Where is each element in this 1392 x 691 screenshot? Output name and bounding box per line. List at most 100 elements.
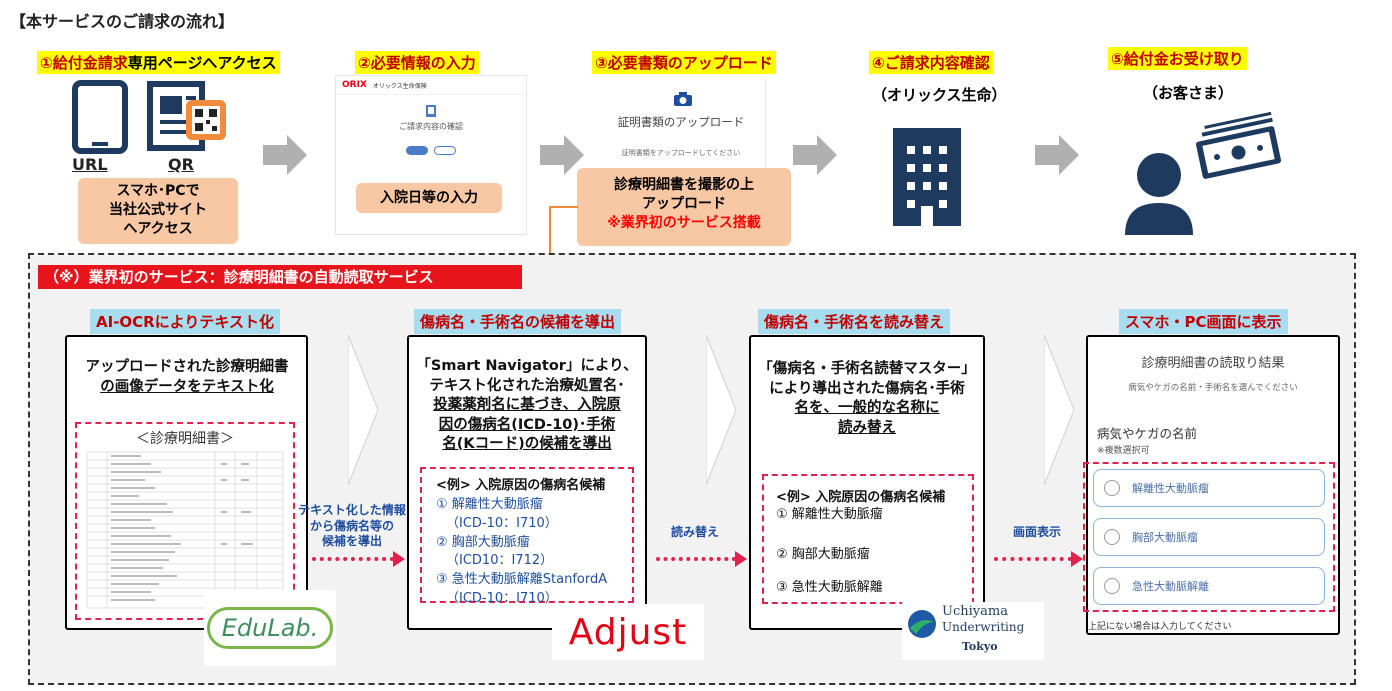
building-icon <box>893 128 961 226</box>
result-options-box <box>1083 462 1335 612</box>
edulab-logo: EduLab. <box>204 590 336 666</box>
connector1-line: 候補を導出 <box>321 534 382 549</box>
connector2-dots <box>656 557 736 561</box>
radio-circle-icon <box>1104 578 1120 594</box>
uchiyama-emblem-icon <box>908 610 936 638</box>
step1-box-line: スマホ･PCで <box>116 183 200 199</box>
step3-box: 診療明細書を撮影の上 アップロード ※業界初のサービス搭載 <box>577 168 791 246</box>
panel2-head: 「Smart Navigator」により、 テキスト化された治療処置名･ 投薬薬… <box>410 357 644 455</box>
chevron-right-icon <box>706 335 736 485</box>
step2-label: ②必要情報の入力 <box>355 51 479 74</box>
option-acute-dissection[interactable]: 急性大動脈解離 <box>1093 567 1325 605</box>
result-footer: 上記にない場合は入力してください <box>1088 622 1232 632</box>
arrow-head-icon <box>393 551 405 567</box>
medical-bill-document: ＜診療明細書＞ <box>75 422 295 620</box>
option-dissecting-aneurysm[interactable]: 解離性大動脈瘤 <box>1093 469 1325 507</box>
edulab-logo-text: EduLab. <box>221 614 319 642</box>
person-receiving-money-icon <box>1125 111 1282 235</box>
document-table-image <box>86 451 284 609</box>
arrow-right-icon <box>793 135 837 175</box>
option-thoracic-aneurysm[interactable]: 胸部大動脈瘤 <box>1093 518 1325 556</box>
step1-label-red: ①給付金請求 <box>40 54 128 72</box>
example-line: ① 解離性大動脈瘤 <box>776 506 883 522</box>
step1-label-black: 専用ページへアクセス <box>127 54 277 72</box>
example-line: （ICD-10：I710） <box>446 591 558 607</box>
panel3-head: 「傷病名・手術名読替マスター」 により導出された傷病名･手術 名を、一般的な名称… <box>752 360 982 438</box>
option-label: 解離性大動脈瘤 <box>1132 482 1209 495</box>
arrow-right-icon <box>1035 135 1079 175</box>
uchiyama-logo-line1: Uchiyama <box>942 604 1008 619</box>
radio-circle-icon <box>1104 480 1120 496</box>
adjust-logo: Adjust <box>552 604 704 660</box>
uchiyama-logo: Uchiyama Underwriting Tokyo <box>902 602 1044 660</box>
panel2-head-line: テキスト化された治療処置名･ <box>429 377 625 394</box>
step5-sub: （お客さま） <box>1143 84 1234 102</box>
orix-logo: ORIX <box>342 80 367 90</box>
connector2-label: 読み替え <box>670 525 719 539</box>
step1-box-line: 当社公式サイト <box>109 201 207 218</box>
arrow-right-icon <box>263 135 307 175</box>
step4-label: ④ご請求内容確認 <box>869 51 993 74</box>
uchiyama-logo-line3: Tokyo <box>962 640 998 653</box>
option-label: 胸部大動脈瘤 <box>1132 531 1198 544</box>
panel1-head: アップロードされた診療明細書 の画像データをテキスト化 <box>68 358 306 397</box>
qr-label: QR <box>168 155 194 174</box>
connector3-label: 画面表示 <box>1012 525 1061 539</box>
step4-sub: （オリックス生命） <box>872 86 1007 104</box>
panel3-head-line: 名を、一般的な名称に <box>794 400 940 417</box>
panel3-head-line: 「傷病名・手術名読替マスター」 <box>758 361 976 377</box>
result-field-note: ※複数選択可 <box>1097 446 1150 456</box>
example-line: ② 胸部大動脈瘤 <box>776 546 870 562</box>
panel2-card <box>407 335 647 630</box>
service-banner: （※）業界初のサービス：診療明細書の自動読取サービス <box>38 265 522 289</box>
step5-label: ⑤給付金お受け取り <box>1108 47 1247 70</box>
arrow-head-icon <box>735 551 747 567</box>
radio-circle-icon <box>1104 529 1120 545</box>
step3-label: ③必要書類のアップロード <box>592 51 776 74</box>
qr-document-icon <box>147 81 226 151</box>
step3-screen-title: 証明書類のアップロード <box>617 115 745 129</box>
result-screen-sub: 病気やケガの名前・手術名を選んでください <box>1128 383 1298 393</box>
example-line: ② 胸部大動脈瘤 <box>436 534 530 550</box>
step2-box: 入院日等の入力 <box>356 183 502 213</box>
arrow-right-icon <box>540 135 584 175</box>
connector1-label: テキスト化した情報 から傷病名等の 候補を導出 <box>291 503 413 550</box>
example-title: <例> 入院原因の傷病名候補 <box>436 478 606 493</box>
screen-button-primary <box>406 146 428 155</box>
result-field-label: 病気やケガの名前 <box>1097 426 1198 441</box>
panel1-head-line: の画像データをテキスト化 <box>100 378 274 395</box>
result-screen-title: 診療明細書の読取り結果 <box>1141 356 1285 371</box>
step3-box-line: 診療明細書を撮影の上 <box>614 177 754 193</box>
chevron-right-icon <box>1044 335 1074 485</box>
connector1-line: から傷病名等の <box>309 518 394 533</box>
building-small-icon <box>426 105 436 117</box>
panel3-card <box>749 335 985 630</box>
panel4-title: スマホ・PC画面に表示 <box>1119 309 1288 334</box>
step1-box: スマホ･PCで 当社公式サイト へアクセス <box>78 178 238 244</box>
connector3-dots <box>994 557 1072 561</box>
smartphone-icon <box>72 80 128 154</box>
panel2-head-line: 投薬薬剤名に基づき、入院原 <box>433 397 621 414</box>
panel1-title: AI-OCRによりテキスト化 <box>90 309 280 334</box>
example-line: （ICD-10：I710） <box>446 515 558 531</box>
document-title: ＜診療明細書＞ <box>136 431 234 447</box>
panel3-head-line: 読み替え <box>838 419 896 436</box>
example-line: ③ 急性大動脈解離 <box>776 580 883 596</box>
step2-screen-title: ご請求内容の確認 <box>399 122 463 131</box>
chevron-right-icon <box>348 335 378 485</box>
adjust-logo-text: Adjust <box>568 611 688 653</box>
step3-box-note: ※業界初のサービス搭載 <box>607 214 761 231</box>
panel3-title: 傷病名・手術名を読み替え <box>758 309 951 334</box>
example-line: ③ 急性大動脈解離StanfordA <box>436 572 608 588</box>
arrow-head-icon <box>1071 551 1083 567</box>
step3-box-line: アップロード <box>642 195 726 212</box>
screen-button-secondary <box>434 146 456 155</box>
example-line: （ICD10：I712） <box>446 553 554 569</box>
panel2-head-line: 名(Kコード)の候補を導出 <box>442 436 612 453</box>
panel2-head-line: 「Smart Navigator」により、 <box>416 358 638 374</box>
example-line: ① 解離性大動脈瘤 <box>436 496 543 512</box>
panel2-example: <例> 入院原因の傷病名候補 ① 解離性大動脈瘤 （ICD-10：I710） ②… <box>420 467 634 606</box>
step3-screen: 証明書類のアップロード 証明書類をアップロードしてください <box>596 78 766 178</box>
step1-label: ①給付金請求専用ページへアクセス <box>37 51 280 74</box>
panel2-head-line: 因の傷病名(ICD-10)･手術 <box>438 416 616 433</box>
